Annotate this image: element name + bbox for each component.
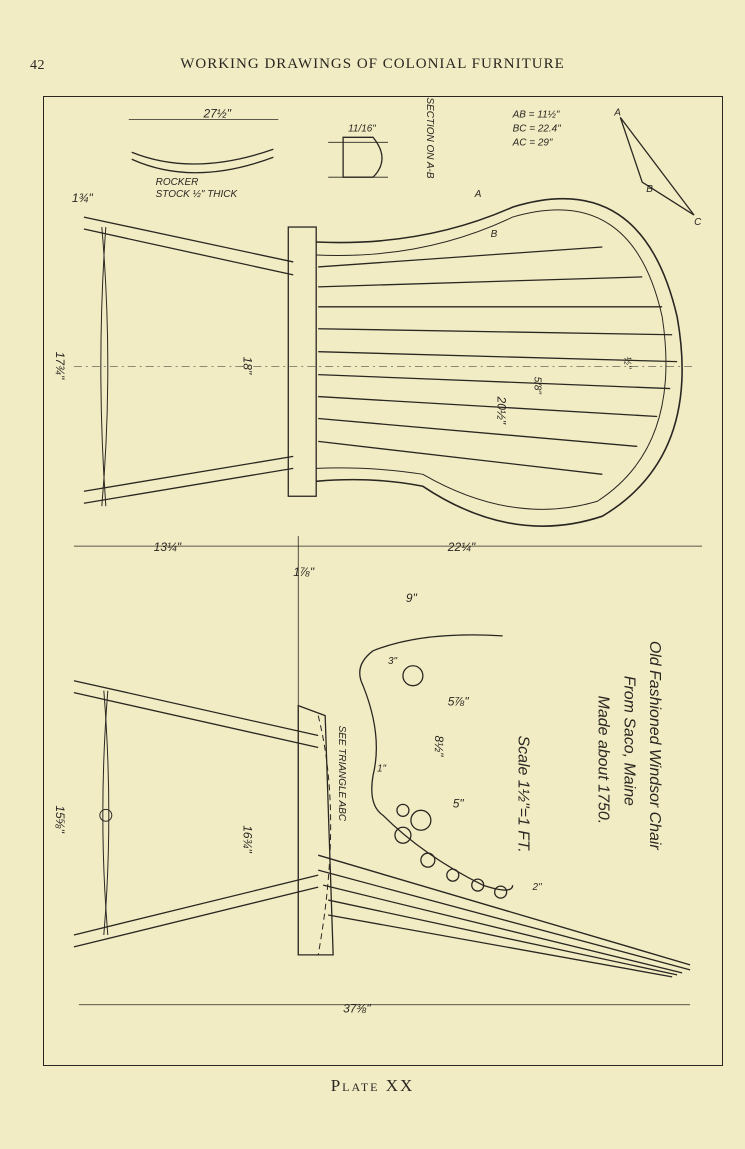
lower-seat xyxy=(297,704,334,956)
dim-section-width: 11/16" xyxy=(348,123,376,134)
dim-overall-length: 37⅜" xyxy=(343,1002,371,1016)
triangle-vertex-b: B xyxy=(646,184,653,195)
upper-seat xyxy=(287,226,317,497)
section-point-a: A xyxy=(474,189,482,200)
section-point-b: B xyxy=(491,229,498,240)
section-profile xyxy=(342,136,383,178)
dim-top-width: 1¾" xyxy=(72,191,94,205)
rocker-stock-label: STOCK ½" THICK xyxy=(156,189,239,200)
plate-drawing: ROCKER STOCK ½" THICK 27½" 11/16" SECTIO… xyxy=(43,96,723,1066)
dim-small-b: 3" xyxy=(388,656,398,667)
plate-title-line-3: Made about 1750. xyxy=(594,696,611,825)
windsor-chair-drawing: ROCKER STOCK ½" THICK 27½" 11/16" SECTIO… xyxy=(53,97,702,1016)
dim-lower-height: 15⅝" xyxy=(53,805,67,833)
dim-hole-spacing-b: 8½" xyxy=(432,736,446,758)
dim-side-height: 17¾" xyxy=(53,352,67,380)
dim-arm-extent: 9" xyxy=(406,591,418,605)
triangle-line-ab: AB = 11½" xyxy=(512,109,560,120)
dim-hole-spacing-c: 5" xyxy=(453,796,465,810)
triangle-vertex-c: C xyxy=(694,217,702,228)
dim-small-a: 1" xyxy=(377,763,387,774)
running-title: WORKING DRAWINGS OF COLONIAL FURNITURE xyxy=(180,56,565,72)
plate-caption: Plate XX xyxy=(330,1076,415,1095)
back-bow xyxy=(316,198,683,527)
triangle-line-bc: BC = 22.4" xyxy=(513,123,562,134)
dim-hole-spacing-a: 5⅞" xyxy=(448,695,470,709)
plate-title-line-1: Old Fashioned Windsor Chair xyxy=(646,641,663,851)
dim-spindle-gap-b: ½" xyxy=(621,357,632,369)
page-number: 42 xyxy=(30,58,45,73)
arm-plan xyxy=(359,634,514,891)
triangle-abc xyxy=(619,116,695,216)
triangle-line-ac: AC = 29" xyxy=(512,137,553,148)
dim-leg-height: 16¾" xyxy=(240,825,254,853)
rocker-label: ROCKER xyxy=(156,177,199,188)
dim-front-width: 13¼" xyxy=(154,540,182,554)
dim-small-c: 2" xyxy=(532,882,543,893)
rocker-profile xyxy=(131,148,274,165)
dim-seat-thickness: 1⅞" xyxy=(293,565,315,579)
scale-label: Scale 1½"=1 FT. xyxy=(515,736,532,853)
dim-rocker-length: 27½" xyxy=(203,106,232,120)
dim-back-spindle: 20½" xyxy=(495,396,509,425)
dim-seat-depth: 18" xyxy=(240,357,254,375)
dim-back-length: 22¼" xyxy=(447,540,476,554)
dim-spindle-gap-a: 5/8" xyxy=(532,377,543,395)
plate-title-line-2: From Saco, Maine xyxy=(620,676,637,806)
triangle-vertex-a: A xyxy=(613,107,621,118)
section-label: SECTION ON A-B xyxy=(424,97,435,178)
see-triangle-label: SEE TRIANGLE ABC xyxy=(336,726,347,822)
